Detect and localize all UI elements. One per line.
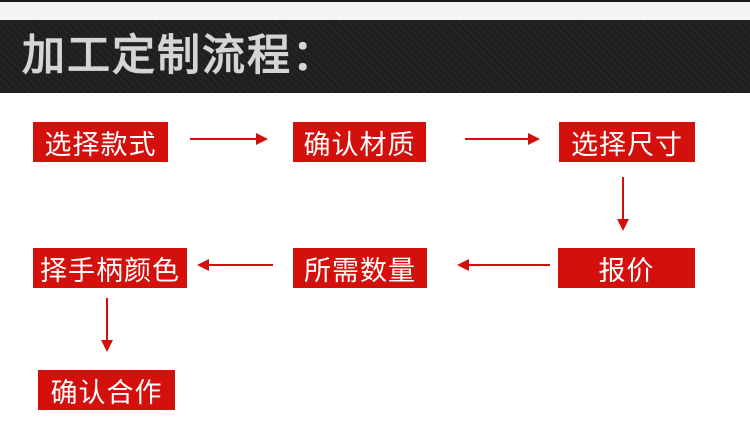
- section-header-banner: 加工定制流程：: [0, 20, 750, 93]
- flow-step-required-quantity: 所需数量: [293, 248, 427, 288]
- flow-step-quote: 报价: [558, 248, 695, 288]
- arrow-down-icon: [617, 177, 629, 231]
- top-border-strip: [0, 0, 750, 2]
- page-title: 加工定制流程：: [22, 32, 337, 80]
- arrow-right-icon: [190, 133, 268, 145]
- flow-step-select-style: 选择款式: [33, 122, 168, 162]
- flow-step-confirm-material: 确认材质: [293, 122, 426, 162]
- flow-step-confirm-cooperation: 确认合作: [38, 370, 175, 410]
- flow-step-select-size: 选择尺寸: [559, 122, 695, 162]
- arrow-right-icon: [465, 133, 540, 145]
- arrow-down-icon: [101, 298, 113, 352]
- arrow-left-icon: [457, 259, 550, 271]
- arrow-left-icon: [197, 259, 273, 271]
- top-spacer-band: [0, 2, 750, 20]
- flow-step-handle-color: 择手柄颜色: [33, 248, 187, 288]
